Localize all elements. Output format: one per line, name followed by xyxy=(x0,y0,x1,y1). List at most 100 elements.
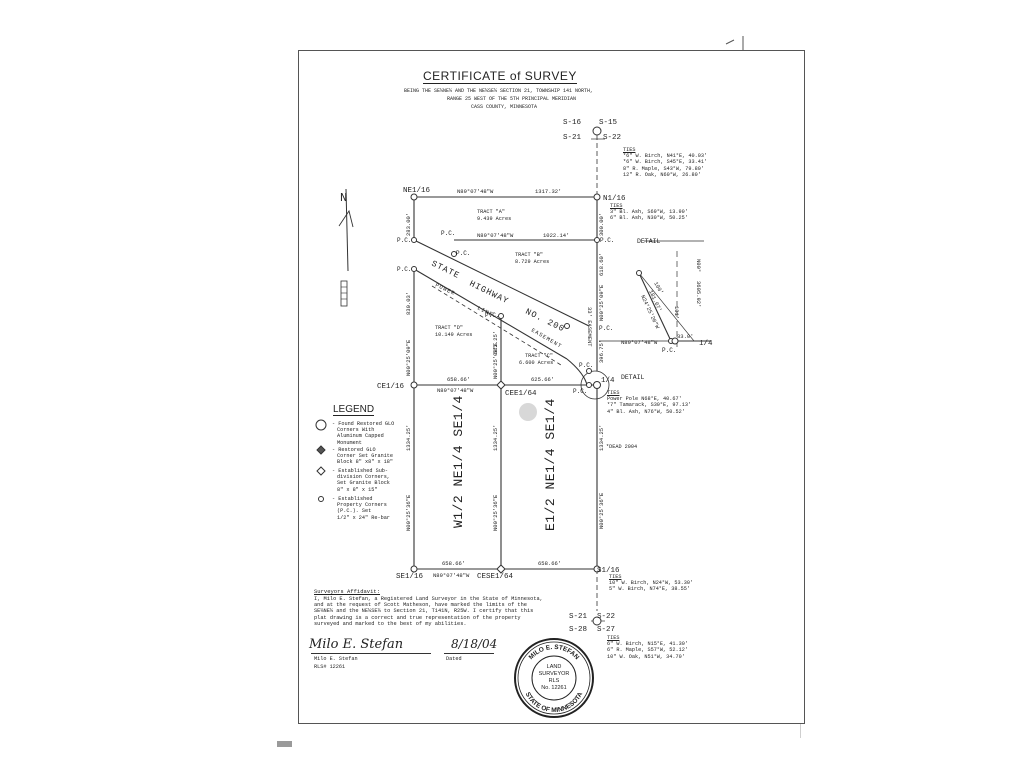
legend-text: - Found Restored GLO xyxy=(332,421,395,427)
date-line xyxy=(444,653,494,654)
ties-top-heading: TIES xyxy=(623,147,636,153)
ties-n116-line: 6" Bl. Ash, N30°W, 50.25' xyxy=(610,215,688,222)
legend-item-4: - Established Property Corners (P.C.). S… xyxy=(332,496,390,521)
bearing-right-top: N00°25'09"E xyxy=(598,284,605,321)
legend-item-3: - Established Sub- division Corners, Set… xyxy=(332,468,390,493)
pc-label-6: P.C. xyxy=(485,312,499,319)
label-detail-1: DETAIL xyxy=(637,238,661,245)
dist-830: 830.03' xyxy=(405,292,412,315)
plat-drawing: S-16 S-15 S-21 S-22 NE1/16 N1/16 CE1/16 … xyxy=(315,119,713,634)
dist-618: 618.60' xyxy=(598,253,605,276)
ties-n116-heading: TIES xyxy=(610,203,623,209)
corner-labels: S-16 S-15 S-21 S-22 NE1/16 N1/16 CE1/16 … xyxy=(340,119,713,634)
legend-text: Aluminum Capped xyxy=(337,433,384,440)
ties-n116-line: 3" Bl. Ash, S69°W, 13.90' xyxy=(610,209,688,216)
ties-q14-line: 4" Bl. Ash, N76°W, 50.52' xyxy=(607,408,685,415)
label-cese164: CESE1/64 xyxy=(477,573,514,581)
bearing-top: N89°07'48"W xyxy=(457,188,494,195)
ties-q14-line: *7" Tamarack, S30°E, 97.13' xyxy=(607,402,692,409)
distance-mid-left: 658.66' xyxy=(447,376,470,383)
corner-14 xyxy=(593,381,601,389)
legend-text: Corner Set Granite xyxy=(337,453,394,460)
detail-101: 101' xyxy=(673,306,680,319)
corner-pc-2 xyxy=(451,251,457,257)
surveyor-signature: Milo E. Stefan xyxy=(309,637,404,652)
ties-s116-line: 10" W. Birch, N24°W, 53.30' xyxy=(609,580,694,587)
label-ce116: CE1/16 xyxy=(377,383,405,391)
label-s22: S-22 xyxy=(603,134,621,142)
label-highway: HIGHWAY xyxy=(468,279,511,307)
pc-label-4: P.C. xyxy=(600,237,614,244)
label-s21b: S-21 xyxy=(569,613,588,621)
corner-pc-5 xyxy=(498,313,504,319)
seal-center-line: RLS xyxy=(549,678,560,684)
corner-marks xyxy=(725,36,744,50)
corner-pc-3 xyxy=(594,237,600,243)
tract-d-acres: 10.149 Acres xyxy=(435,332,473,338)
detail-3605: 3605.92' xyxy=(695,281,702,307)
dist-1334-left: 1334.25' xyxy=(405,425,412,451)
dated-label: Dated xyxy=(446,656,462,662)
legend-filled-diamond xyxy=(316,445,326,455)
dist-283: 283.00' xyxy=(405,213,412,236)
seal-ring-top: MILO E. STEFAN xyxy=(528,644,581,661)
corner-s116 xyxy=(593,565,601,573)
corner-pc-4 xyxy=(411,266,417,272)
pc-label-7: P.C. xyxy=(599,325,613,332)
affidavit-text: I, Milo E. Stefan, a Registered Land Sur… xyxy=(314,596,543,627)
ties-q14-line: Power Pole N68°E, 40.67' xyxy=(607,396,682,403)
label-s15: S-15 xyxy=(599,119,618,127)
legend-open-diamond xyxy=(316,466,326,476)
legend-item-2: - Restored GLO Corner Set Granite Block … xyxy=(332,447,393,466)
corner-pc-1 xyxy=(411,237,417,243)
parcel-labels: W1/2 NE1/4 SE1/4 E1/2 NE1/4 SE1/4 xyxy=(451,395,558,531)
easement-33: 33' EASEMENT xyxy=(586,307,593,347)
document-title: CERTIFICATE of SURVEY xyxy=(423,69,577,84)
corner-pc-6 xyxy=(564,323,570,329)
bearing-right-bottom: N00°25'36"E xyxy=(598,492,605,529)
surveyor-registration: RLS# 12261 xyxy=(314,664,346,670)
corner-s21 xyxy=(592,616,602,626)
ties-bottom-line: 6" R. Maple, S57°W, 52.12' xyxy=(607,647,688,654)
legend-item-1: - Found Restored GLO Corners With Alumin… xyxy=(332,421,394,446)
tract-c-name: TRACT "C" xyxy=(525,353,554,359)
horizontal-scrollbar-thumb[interactable] xyxy=(277,741,292,747)
bearing-bottom: N89°07'48"W xyxy=(433,572,470,579)
pc-label-9: P.C. xyxy=(573,388,587,395)
bearing-inner-top: N00°25'09"E xyxy=(492,342,499,379)
dead-note: *DEAD 2004 xyxy=(606,444,638,450)
label-detail-2: DETAIL xyxy=(621,374,645,381)
legend-text: Block 8" x8" x 18" xyxy=(337,459,394,466)
bearing-inner-bottom: N00°25'36"E xyxy=(492,494,499,531)
label-14-detail: 1/4 xyxy=(699,340,713,348)
label-n116: N1/16 xyxy=(603,195,626,203)
label-power: POWER xyxy=(434,282,456,298)
ties-top-line: *6" W. Birch, N41°E, 40.03' xyxy=(623,153,708,160)
ties-s116-heading: TIES xyxy=(609,574,622,580)
legend-text: - Established Sub- xyxy=(332,468,389,474)
pc-label-8: P.C. xyxy=(579,362,593,369)
surveyor-name: Milo E. Stefan xyxy=(314,656,358,662)
cee164-diamond xyxy=(496,380,506,390)
detail-n00: N00° xyxy=(695,259,702,272)
distance-bottom-left: 658.66' xyxy=(442,560,465,567)
legend-text: Property Corners xyxy=(337,502,387,509)
cese164-diamond xyxy=(496,564,506,574)
legend-text: 8" x 8" x 15" xyxy=(337,486,378,493)
parcel-west: W1/2 NE1/4 SE1/4 xyxy=(451,395,466,528)
tract-b-acres: 8.729 Acres xyxy=(515,259,550,265)
label-state: STATE xyxy=(430,259,462,281)
legend-text: - Restored GLO xyxy=(332,447,376,453)
corner-s16 xyxy=(592,126,602,136)
bearing-detail: N89°07'48"W xyxy=(621,339,658,346)
label-ne116: NE1/16 xyxy=(403,187,431,195)
legend-text: Set Granite Block xyxy=(337,480,390,487)
corner-se116 xyxy=(410,565,418,573)
distance-tract-a: 1022.14' xyxy=(543,232,569,239)
pc-label-2: P.C. xyxy=(441,230,455,237)
svg-text:MILO E. STEFAN: MILO E. STEFAN xyxy=(528,644,581,661)
tract-a-acres: 9.439 Acres xyxy=(477,216,512,222)
distance-detail: 33.0' xyxy=(677,333,694,340)
ties-n116: TIES 3" Bl. Ash, S69°W, 13.90' 6" Bl. As… xyxy=(610,203,688,222)
label-no200: NO. 200 xyxy=(524,307,567,335)
